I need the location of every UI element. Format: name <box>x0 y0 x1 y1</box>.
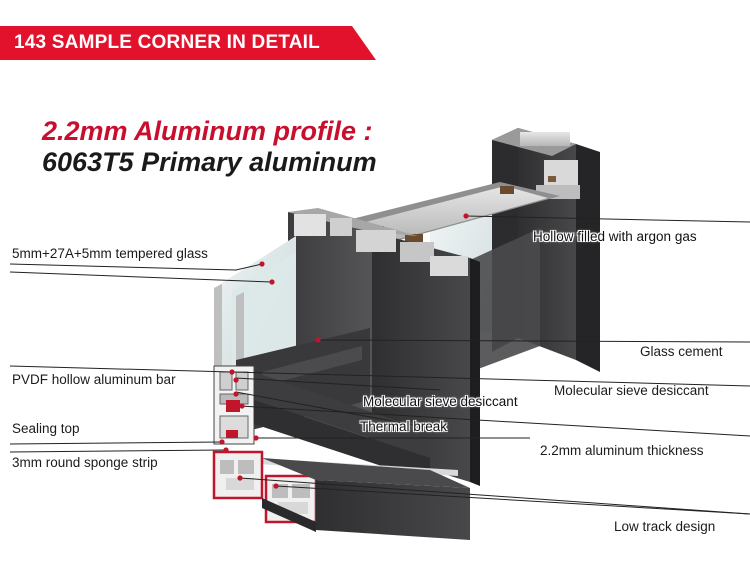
callout-argon-gas: Hollow filled with argon gas <box>533 229 697 244</box>
callout-thermal-break: Thermal break <box>360 419 448 434</box>
headline-profile: 2.2mm Aluminum profile : <box>42 116 373 146</box>
callout-sieve-center: Molecular sieve desiccant <box>363 394 518 409</box>
callout-sponge-strip: 3mm round sponge strip <box>12 455 158 470</box>
banner-shape <box>0 26 376 60</box>
marker-dots <box>219 213 469 489</box>
callout-pvdf-bar: PVDF hollow aluminum bar <box>12 372 176 387</box>
callout-aluminum-thickness: 2.2mm aluminum thickness <box>540 443 704 458</box>
title-banner: 143 SAMPLE CORNER IN DETAIL <box>0 26 376 60</box>
callout-sealing-top: Sealing top <box>12 421 80 436</box>
callout-low-track: Low track design <box>614 519 716 534</box>
callout-glass-cement: Glass cement <box>640 344 723 359</box>
callout-tempered-glass: 5mm+27A+5mm tempered glass <box>12 246 208 261</box>
banner-title: 143 SAMPLE CORNER IN DETAIL <box>14 32 320 53</box>
callout-sieve-right: Molecular sieve desiccant <box>554 383 709 398</box>
leader-lines <box>9 215 750 515</box>
headline-material: 6063T5 Primary aluminum <box>42 147 377 177</box>
